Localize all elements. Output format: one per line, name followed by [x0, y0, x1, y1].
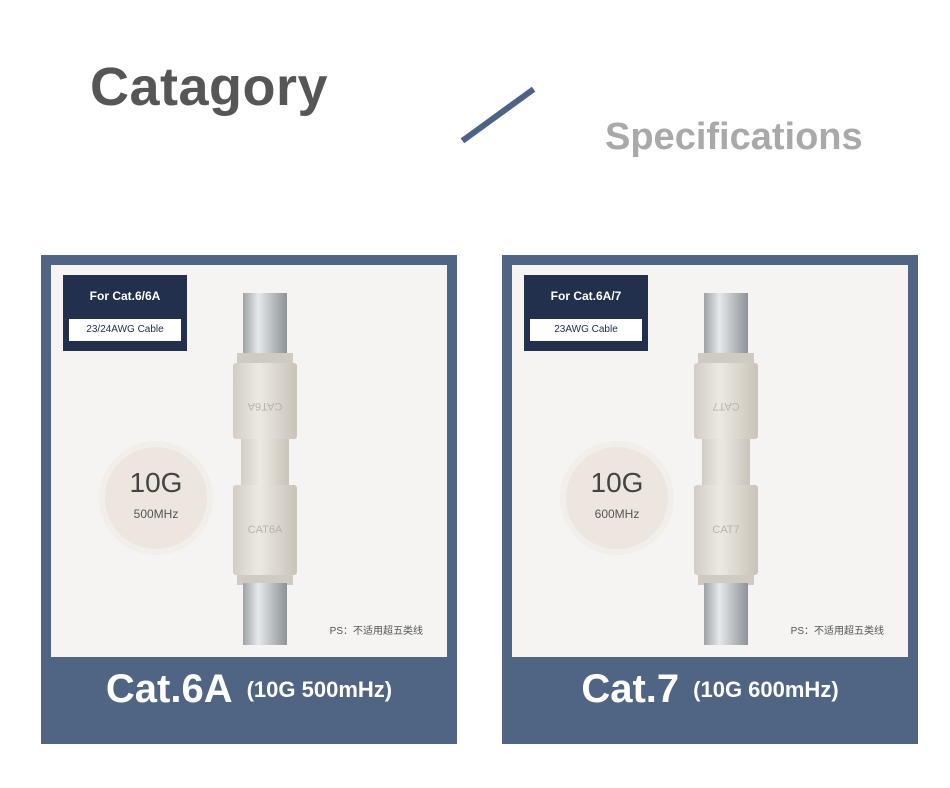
- product-image-area: For Cat.6A/7 23AWG Cable 10G 600MHz CAT7…: [512, 265, 908, 657]
- product-card-cat7: For Cat.6A/7 23AWG Cable 10G 600MHz CAT7…: [502, 255, 918, 744]
- card-caption: Cat.7 (10G 600mHz): [502, 667, 918, 737]
- ps-note: PS：不适用超五类线: [790, 626, 884, 637]
- speed-circle: 10G 500MHz: [105, 447, 207, 549]
- speed-value: 10G: [129, 467, 183, 498]
- product-card-cat6a: For Cat.6/6A 23/24AWG Cable 10G 500MHz: [41, 255, 457, 744]
- speed-circle: 10G 600MHz: [566, 447, 668, 549]
- badge-awg: 23/24AWG Cable: [69, 319, 181, 341]
- cable-compat-badge: For Cat.6A/7 23AWG Cable: [524, 275, 648, 351]
- product-image-area: For Cat.6/6A 23/24AWG Cable 10G 500MHz: [51, 265, 447, 657]
- svg-text:CAT7: CAT7: [712, 400, 739, 412]
- connector-label: CAT6A: [248, 524, 283, 536]
- frequency-value: 500MHz: [133, 507, 179, 521]
- cable-compat-badge: For Cat.6/6A 23/24AWG Cable: [63, 275, 187, 351]
- speed-value: 10G: [590, 467, 644, 498]
- frequency-value: 600MHz: [594, 507, 640, 521]
- connector-label: CAT7: [712, 524, 739, 536]
- badge-category: For Cat.6A/7: [550, 289, 622, 303]
- product-spec: (10G 600mHz): [693, 676, 839, 702]
- product-name: Cat.6A: [105, 667, 233, 711]
- connector-image: CAT6A CAT6A: [233, 293, 297, 645]
- badge-awg: 23AWG Cable: [530, 319, 642, 341]
- page-subtitle: Specifications: [605, 116, 863, 158]
- badge-category: For Cat.6/6A: [89, 289, 161, 303]
- ps-note: PS：不适用超五类线: [329, 626, 423, 637]
- product-spec: (10G 500mHz): [246, 676, 393, 702]
- product-name: Cat.7: [581, 667, 680, 711]
- connector-image: CAT7 CAT7: [694, 293, 758, 645]
- page-title: Catagory: [90, 57, 329, 117]
- svg-text:CAT6A: CAT6A: [247, 400, 282, 412]
- card-caption: Cat.6A (10G 500mHz): [41, 667, 457, 737]
- slash-divider: [460, 86, 536, 144]
